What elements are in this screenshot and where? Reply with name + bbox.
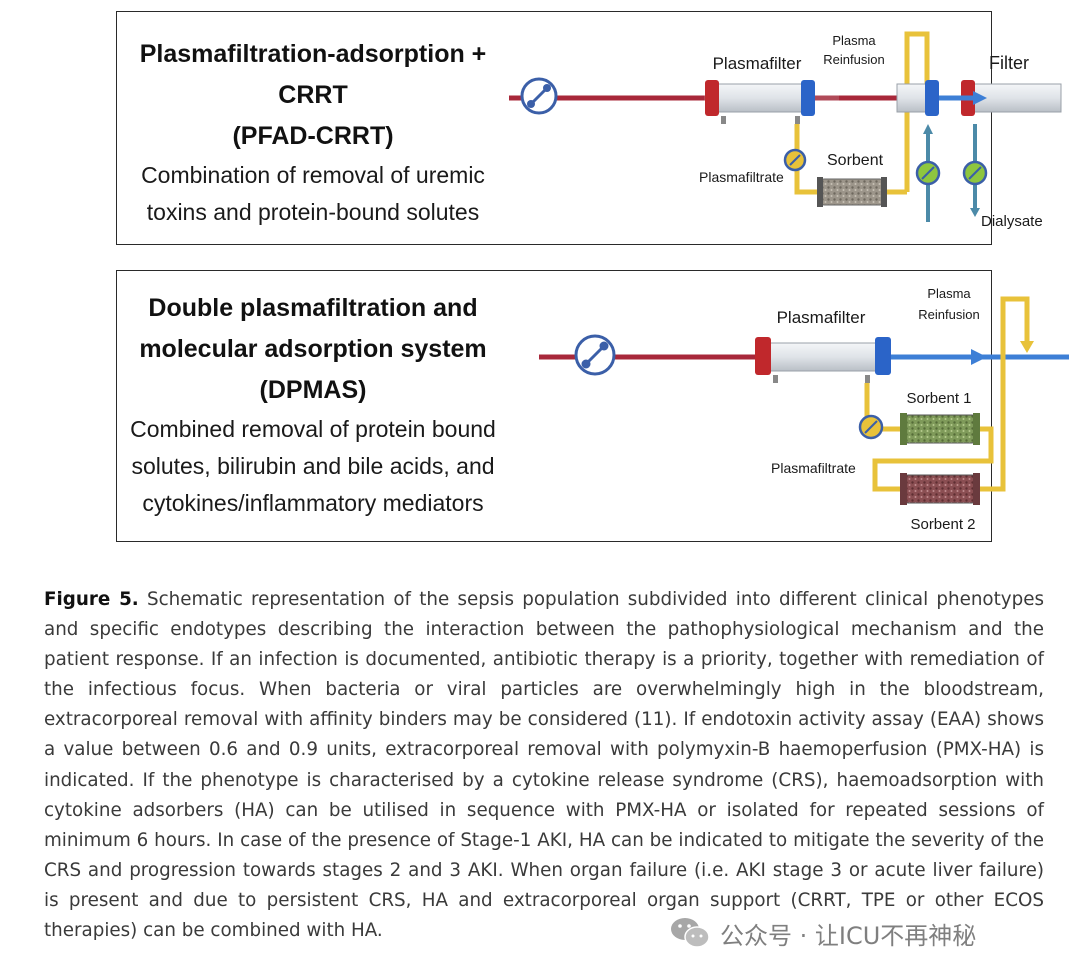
pump-icon [962, 160, 988, 186]
plasmafilter-icon [755, 337, 891, 383]
plasmafilter-label: Plasmafilter [713, 54, 802, 73]
plasmafilter-icon [705, 80, 815, 124]
plasmafiltrate-label: Plasmafiltrate [771, 460, 856, 476]
figure-caption: Figure 5. Schematic representation of th… [44, 585, 1044, 946]
plasma-reinfusion-label: Reinfusion [823, 52, 884, 67]
panel-desc-line: toxins and protein-bound solutes [146, 199, 480, 225]
pump-icon [858, 414, 884, 440]
panel-desc-line: cytokines/inflammatory mediators [142, 490, 484, 516]
pump-icon [915, 160, 941, 186]
panel-desc-line: solutes, bilirubin and bile acids, and [131, 453, 495, 479]
wechat-icon [671, 918, 710, 948]
pump-icon [783, 148, 807, 172]
plasma-line [794, 124, 819, 195]
plasmafiltrate-label: Plasmafiltrate [699, 169, 784, 185]
dpmas-diagram: Plasmafilter Plasma Reinfusion Sorbent 1… [539, 286, 1069, 533]
panel-title-line: Plasmafiltration-adsorption + [139, 40, 487, 68]
sorbent-2-label: Sorbent 2 [910, 516, 975, 533]
plasma-reinfusion-label: Reinfusion [918, 307, 979, 322]
dialysate-label: Dialysate [981, 213, 1043, 230]
sorbent-2-cartridge-icon [900, 473, 980, 505]
sorbent-1-label: Sorbent 1 [906, 390, 971, 407]
sorbent-cartridge-icon [817, 177, 887, 207]
arrow-icon [973, 91, 987, 105]
watermark-text: 公众号 · 让ICU不再神秘 [720, 921, 977, 950]
arrow-icon [971, 349, 987, 365]
plasmafilter-label: Plasmafilter [777, 308, 866, 327]
figure-caption-text: Schematic representation of the sepsis p… [44, 589, 1044, 942]
plasma-line [872, 426, 994, 492]
pfad-crrt-diagram-right [896, 80, 987, 222]
panel-dpmas: Double plasmafiltration and molecular ad… [116, 270, 1069, 542]
filter-label: Filter [989, 53, 1029, 73]
sorbent-label: Sorbent [827, 152, 884, 169]
panel-title-line: molecular adsorption system [139, 335, 487, 363]
filter-body [896, 83, 928, 113]
plasma-reinfusion-line [1000, 296, 1030, 357]
panel-desc-line: Combined removal of protein bound [130, 416, 496, 442]
arrow-icon [1020, 341, 1034, 353]
plasma-reinfusion-label: Plasma [832, 33, 876, 48]
panel-desc-line: Combination of removal of uremic [141, 162, 485, 188]
filter-outlet-cap [925, 80, 939, 116]
plasma-line [979, 357, 1006, 492]
pump-icon [574, 334, 616, 376]
figure-label: Figure 5. [44, 589, 139, 610]
panel-title-line: (PFAD-CRRT) [232, 122, 394, 150]
panel-dpmas-text: Double plasmafiltration and molecular ad… [117, 288, 509, 522]
wechat-watermark: 公众号 · 让ICU不再神秘 [670, 913, 976, 953]
sorbent-1-cartridge-icon [900, 413, 980, 445]
panel-pfad-crrt-text: Plasmafiltration-adsorption + CRRT (PFAD… [117, 34, 509, 231]
panel-title-line: Double plasmafiltration and [148, 294, 478, 322]
panel-pfad-crrt: Plasmafiltration-adsorption + CRRT (PFAD… [116, 11, 1062, 245]
plasma-reinfusion-line [904, 31, 930, 192]
pump-icon [520, 77, 558, 115]
arrow-icon [970, 208, 980, 217]
panel-title-line: (DPMAS) [259, 376, 367, 404]
arrow-icon [923, 124, 933, 134]
dpmas-return-arrow [937, 349, 987, 365]
panel-title-line: CRRT [278, 81, 348, 109]
plasma-reinfusion-label: Plasma [927, 286, 971, 301]
